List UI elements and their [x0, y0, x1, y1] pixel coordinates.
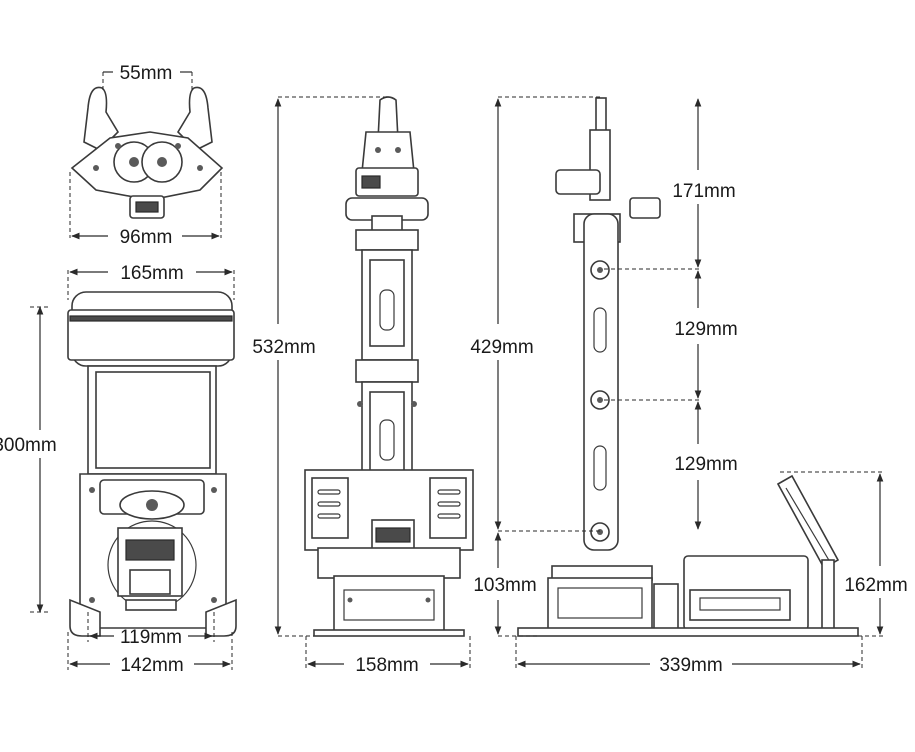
dim-gripper-open-width: 55mm — [120, 63, 173, 84]
dim-total-height: 532mm — [252, 337, 315, 358]
dim-base-depth: 300mm — [0, 435, 57, 456]
dim-screen-height: 162mm — [844, 575, 907, 596]
front-view-arm — [345, 96, 429, 493]
dim-arm-height: 429mm — [470, 337, 533, 358]
base-top-view — [67, 291, 237, 637]
dim-base-panel-width: 165mm — [120, 263, 183, 284]
dim-gripper-body-width: 96mm — [120, 227, 173, 248]
dim-base-height: 103mm — [473, 575, 536, 596]
front-view-base — [304, 469, 474, 637]
dim-base-width: 142mm — [120, 655, 183, 676]
side-view-base — [517, 474, 859, 637]
dim-side-length: 339mm — [659, 655, 722, 676]
dim-segment-mid: 129mm — [674, 319, 737, 340]
gripper-top-view — [70, 86, 224, 219]
dim-segment-top: 171mm — [672, 181, 735, 202]
side-view-arm — [555, 97, 661, 551]
dim-segment-low: 129mm — [674, 454, 737, 475]
dim-front-width: 158mm — [355, 655, 418, 676]
dim-base-inner-width: 119mm — [120, 627, 182, 648]
